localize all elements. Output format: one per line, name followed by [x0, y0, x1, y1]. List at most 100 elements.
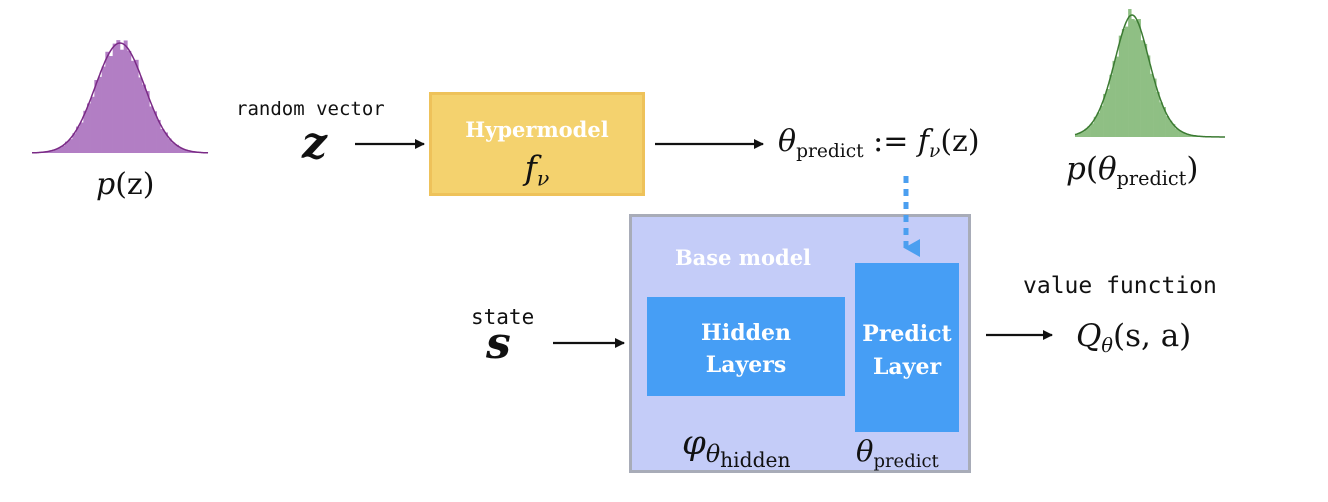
- ptheta-distribution-curve: [1074, 14, 1225, 138]
- histogram-bin: [1125, 26, 1129, 138]
- theta-predict-assignment: θpredict := fν(z): [778, 124, 980, 162]
- histogram-bin: [83, 110, 88, 153]
- q-theta-label: Qθ(s, a): [1076, 318, 1192, 358]
- pz-distribution-histogram: [32, 40, 209, 154]
- histogram-bin: [175, 144, 179, 153]
- histogram-bin: [1165, 116, 1170, 137]
- histogram-bin: [109, 56, 113, 153]
- histogram-bin: [164, 132, 168, 153]
- histogram-bin: [98, 76, 102, 153]
- histogram-bin: [68, 139, 73, 153]
- histogram-bin: [1175, 128, 1179, 137]
- histogram-bin: [167, 138, 172, 153]
- histogram-bin: [1093, 116, 1098, 137]
- histogram-bin: [1156, 92, 1160, 137]
- histogram-bin: [1084, 128, 1088, 137]
- hypermodel-box: [429, 92, 645, 196]
- predict-layer-label: Predict Layer: [862, 321, 952, 380]
- histogram-bin: [1184, 133, 1188, 137]
- histogram-bin: [1190, 135, 1195, 137]
- histogram-bin: [1159, 102, 1163, 137]
- hidden-layers-label: Hidden Layers: [701, 320, 791, 378]
- random-vector-label: random vector: [236, 98, 385, 120]
- hypermodel-title: Hypermodel: [465, 117, 609, 142]
- value-function-label: value function: [1023, 273, 1217, 299]
- histogram-bin: [1078, 132, 1082, 137]
- histogram-bin: [1168, 120, 1173, 137]
- hypermodel-symbol: fν: [524, 148, 550, 191]
- histogram-bin: [123, 40, 128, 153]
- histogram-bin: [1131, 19, 1135, 138]
- state-label: state: [471, 305, 535, 329]
- histogram-bin: [1171, 124, 1176, 137]
- histogram-bin: [79, 122, 84, 153]
- histogram-bin: [1128, 9, 1132, 137]
- histogram-bin: [142, 84, 146, 153]
- histogram-bin: [116, 40, 121, 153]
- ptheta-label: p(θpredict): [1066, 151, 1199, 191]
- histogram-bin: [1134, 20, 1138, 137]
- histogram-bin: [72, 133, 77, 153]
- histogram-bin: [1090, 123, 1095, 137]
- histogram-bin: [145, 91, 150, 153]
- histogram-bin: [105, 51, 110, 154]
- histogram-bin: [160, 128, 165, 153]
- histogram-bin: [1181, 132, 1185, 137]
- histogram-bin: [1081, 131, 1085, 137]
- histogram-bin: [57, 147, 62, 153]
- histogram-bin: [178, 147, 183, 153]
- histogram-bin: [101, 66, 106, 153]
- histogram-bin: [138, 77, 143, 153]
- base-model-title: Base model: [674, 245, 812, 270]
- histogram-bin: [1143, 43, 1148, 138]
- histogram-bin: [186, 150, 190, 153]
- histogram-bin: [134, 59, 139, 153]
- histogram-bin: [61, 145, 66, 153]
- histogram-bin: [171, 142, 176, 153]
- histogram-bin: [1140, 40, 1145, 137]
- histogram-bin: [189, 151, 194, 153]
- histogram-bin: [90, 96, 95, 153]
- histogram-bin: [1109, 74, 1113, 137]
- ptheta-distribution-histogram: [1075, 9, 1226, 138]
- histogram-bin: [76, 126, 80, 153]
- histogram-bin: [1087, 126, 1091, 137]
- histogram-bin: [1146, 55, 1151, 137]
- histogram-bin: [182, 149, 187, 153]
- histogram-bin: [1178, 130, 1182, 137]
- histogram-bin: [1121, 28, 1126, 137]
- histogram-bin: [94, 80, 99, 153]
- histogram-bin: [1153, 78, 1157, 137]
- histogram-bin: [1103, 93, 1107, 137]
- histogram-bin: [1150, 73, 1154, 137]
- histogram-bin: [127, 51, 132, 153]
- histogram-bin: [50, 150, 55, 153]
- histogram-bin: [87, 103, 91, 153]
- histogram-bin: [149, 106, 154, 153]
- histogram-bin: [112, 43, 117, 154]
- phi-theta-hidden-label: φθhidden: [682, 423, 791, 473]
- histogram-bin: [131, 60, 135, 153]
- histogram-bin: [153, 111, 157, 153]
- histogram-bin: [1187, 134, 1191, 137]
- histogram-bin: [1106, 89, 1110, 137]
- histogram-bin: [1112, 60, 1116, 137]
- pz-label: p(z): [96, 167, 155, 202]
- histogram-bin: [1100, 105, 1104, 137]
- s-symbol: s: [486, 318, 511, 369]
- histogram-bin: [1162, 107, 1166, 137]
- histogram-bin: [65, 141, 69, 153]
- z-symbol: z: [302, 118, 327, 169]
- pz-distribution-curve: [32, 42, 208, 154]
- histogram-bin: [54, 149, 58, 153]
- predict-layer-box: [855, 263, 959, 432]
- theta-predict-label: θpredict: [856, 434, 939, 472]
- hidden-layers-box: [647, 297, 845, 396]
- histogram-bin: [46, 151, 51, 153]
- histogram-bin: [1096, 112, 1101, 137]
- histogram-bin: [1115, 56, 1120, 138]
- histogram-bin: [1137, 19, 1141, 137]
- histogram-bin: [1118, 35, 1123, 137]
